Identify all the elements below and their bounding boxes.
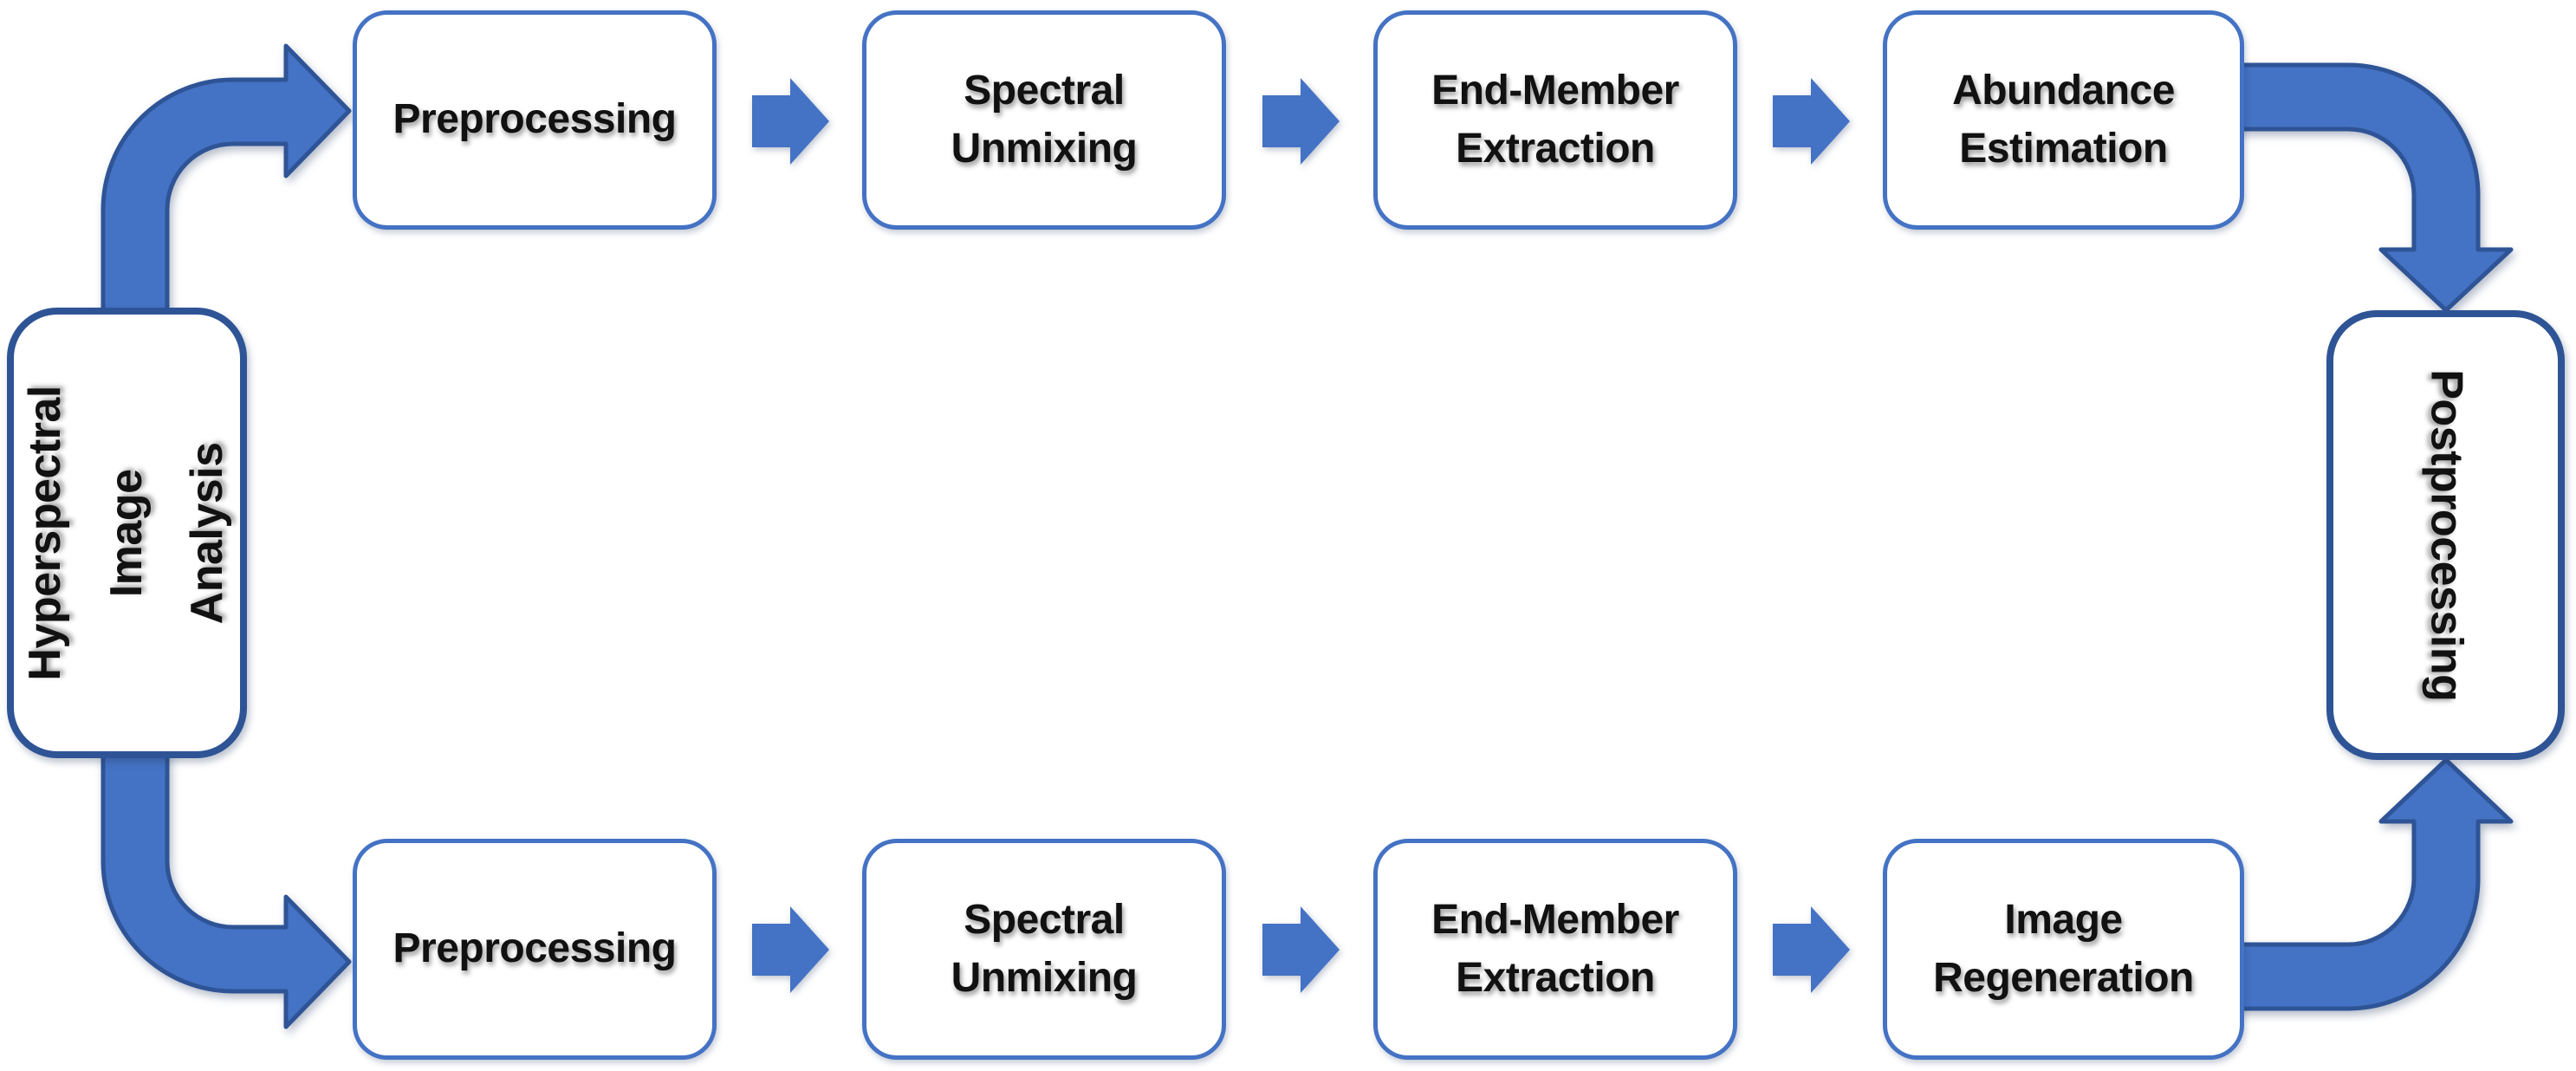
node-label: End-Member Extraction xyxy=(1431,897,1679,1001)
arrow-top-extraction-to-abundance xyxy=(1773,78,1850,165)
arrow-regeneration-to-postprocessing xyxy=(2233,757,2514,1011)
arrow-root-to-top-branch xyxy=(101,43,352,323)
node-label: Hyperspectral Image Analysis xyxy=(20,385,233,681)
node-label: End-Member Extraction xyxy=(1431,68,1679,172)
node-label: Spectral Unmixing xyxy=(951,897,1138,1001)
arrow-top-preprocessing-to-unmixing xyxy=(752,78,829,165)
node-bottom-preprocessing: Preprocessing xyxy=(353,839,717,1060)
node-label: Postprocessing xyxy=(2421,368,2472,702)
node-image-regeneration: Image Regeneration xyxy=(1883,839,2244,1060)
arrow-root-to-bottom-branch xyxy=(101,748,352,1029)
node-bottom-spectral-unmixing: Spectral Unmixing xyxy=(862,839,1226,1060)
node-label: Image Regeneration xyxy=(1933,897,2194,1001)
node-hyperspectral-image-analysis: Hyperspectral Image Analysis xyxy=(7,308,247,758)
node-postprocessing: Postprocessing xyxy=(2326,310,2565,760)
node-bottom-end-member-extraction: End-Member Extraction xyxy=(1373,839,1737,1060)
node-label: Abundance Estimation xyxy=(1952,68,2175,172)
node-label: Preprocessing xyxy=(393,925,677,972)
arrow-abundance-to-postprocessing xyxy=(2233,62,2514,313)
arrow-top-unmixing-to-extraction xyxy=(1262,78,1340,165)
node-top-spectral-unmixing: Spectral Unmixing xyxy=(862,10,1226,230)
arrow-bottom-preprocessing-to-unmixing xyxy=(752,906,829,993)
node-top-end-member-extraction: End-Member Extraction xyxy=(1373,10,1737,230)
node-label: Spectral Unmixing xyxy=(951,68,1138,172)
node-label: Preprocessing xyxy=(393,96,677,143)
arrow-bottom-unmixing-to-extraction xyxy=(1262,906,1340,993)
node-abundance-estimation: Abundance Estimation xyxy=(1883,10,2244,230)
node-top-preprocessing: Preprocessing xyxy=(353,10,717,230)
arrow-bottom-extraction-to-regeneration xyxy=(1773,906,1850,993)
